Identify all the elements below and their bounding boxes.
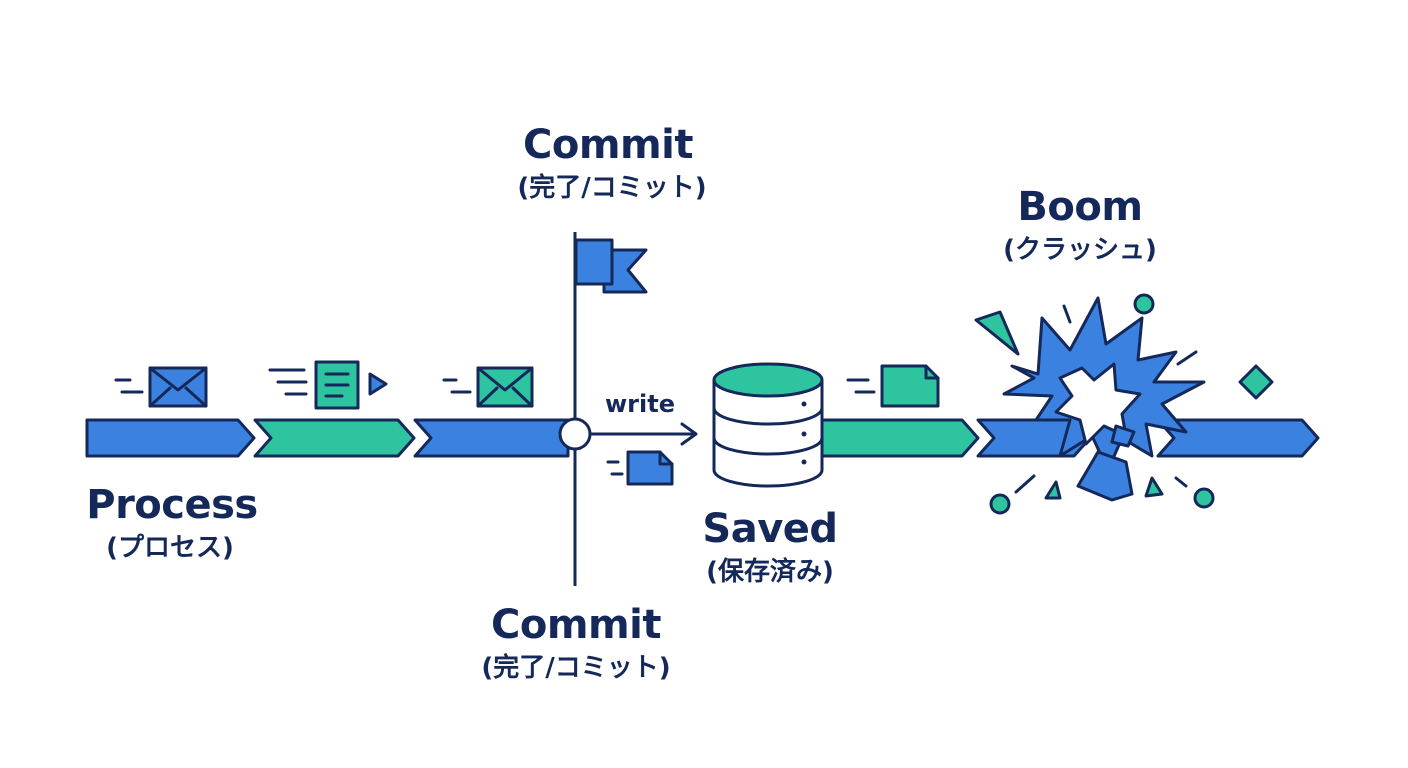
document-icon <box>268 360 360 410</box>
segment-saved <box>820 418 980 458</box>
commit-point <box>558 417 592 451</box>
segment-process-1 <box>85 418 256 458</box>
process-title: Process <box>86 482 258 528</box>
file-icon-2 <box>846 364 940 408</box>
segment-boom-right <box>1156 418 1320 458</box>
process-subtitle: (プロセス) <box>106 533 234 563</box>
commit-top-subtitle: (完了/コミット) <box>517 173 707 203</box>
write-label: write <box>605 390 675 418</box>
segment-process-3 <box>413 418 570 458</box>
envelope-icon-2 <box>442 366 534 408</box>
saved-subtitle: (保存済み) <box>706 557 834 587</box>
flag-icon <box>574 238 648 294</box>
commit-top-title: Commit <box>522 122 694 168</box>
database-icon <box>712 362 824 488</box>
segment-process-2 <box>253 418 416 458</box>
commit-bottom-subtitle: (完了/コミット) <box>481 653 671 683</box>
boom-title: Boom <box>1017 184 1143 230</box>
commit-bottom-title: Commit <box>490 602 662 648</box>
play-icon <box>368 372 388 396</box>
boom-subtitle: (クラッシュ) <box>1003 235 1157 265</box>
explosion-icon <box>974 293 1274 515</box>
saved-title: Saved <box>702 506 838 552</box>
file-icon <box>606 450 674 486</box>
envelope-icon <box>114 366 208 408</box>
write-arrow <box>589 422 698 446</box>
